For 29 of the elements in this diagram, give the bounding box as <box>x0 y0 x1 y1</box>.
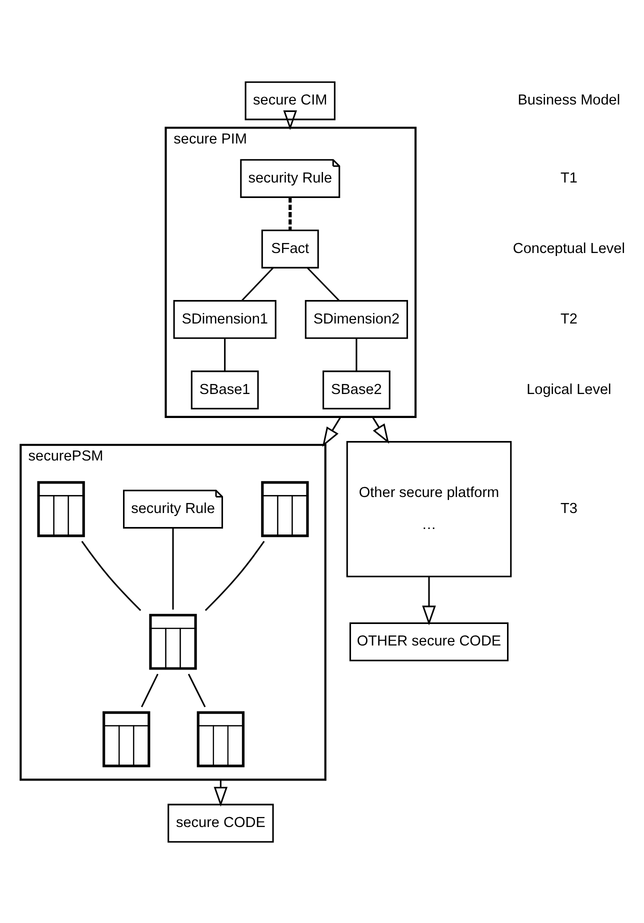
connector <box>81 540 142 610</box>
label: Logical Level <box>526 381 612 398</box>
arrow <box>372 416 390 444</box>
arrow <box>322 416 342 446</box>
connector <box>356 338 358 370</box>
label: T1 <box>560 170 578 186</box>
connector <box>242 266 274 300</box>
arrow <box>422 576 436 625</box>
label: T3 <box>560 500 578 516</box>
connector <box>224 338 226 370</box>
connector <box>288 197 292 230</box>
label: Business Model <box>518 92 620 108</box>
node-box: secure CODE <box>168 803 274 842</box>
label: Conceptual Level <box>512 240 625 256</box>
node-box: SBase2 <box>322 370 390 409</box>
connector <box>307 266 340 300</box>
connector <box>140 673 158 707</box>
node-box: SBase1 <box>190 370 259 409</box>
node-box: Other secure platform … <box>346 440 512 577</box>
label: T2 <box>560 310 578 327</box>
arrow <box>214 779 228 806</box>
connector <box>188 673 206 707</box>
node-box: OTHER secure CODE <box>349 622 509 661</box>
node-box: SDimension2 <box>304 300 408 338</box>
node-box: SDimension1 <box>173 300 276 338</box>
connector <box>204 540 265 610</box>
connector <box>172 528 174 610</box>
arrow <box>283 110 298 130</box>
node-box: SFact <box>261 229 319 268</box>
